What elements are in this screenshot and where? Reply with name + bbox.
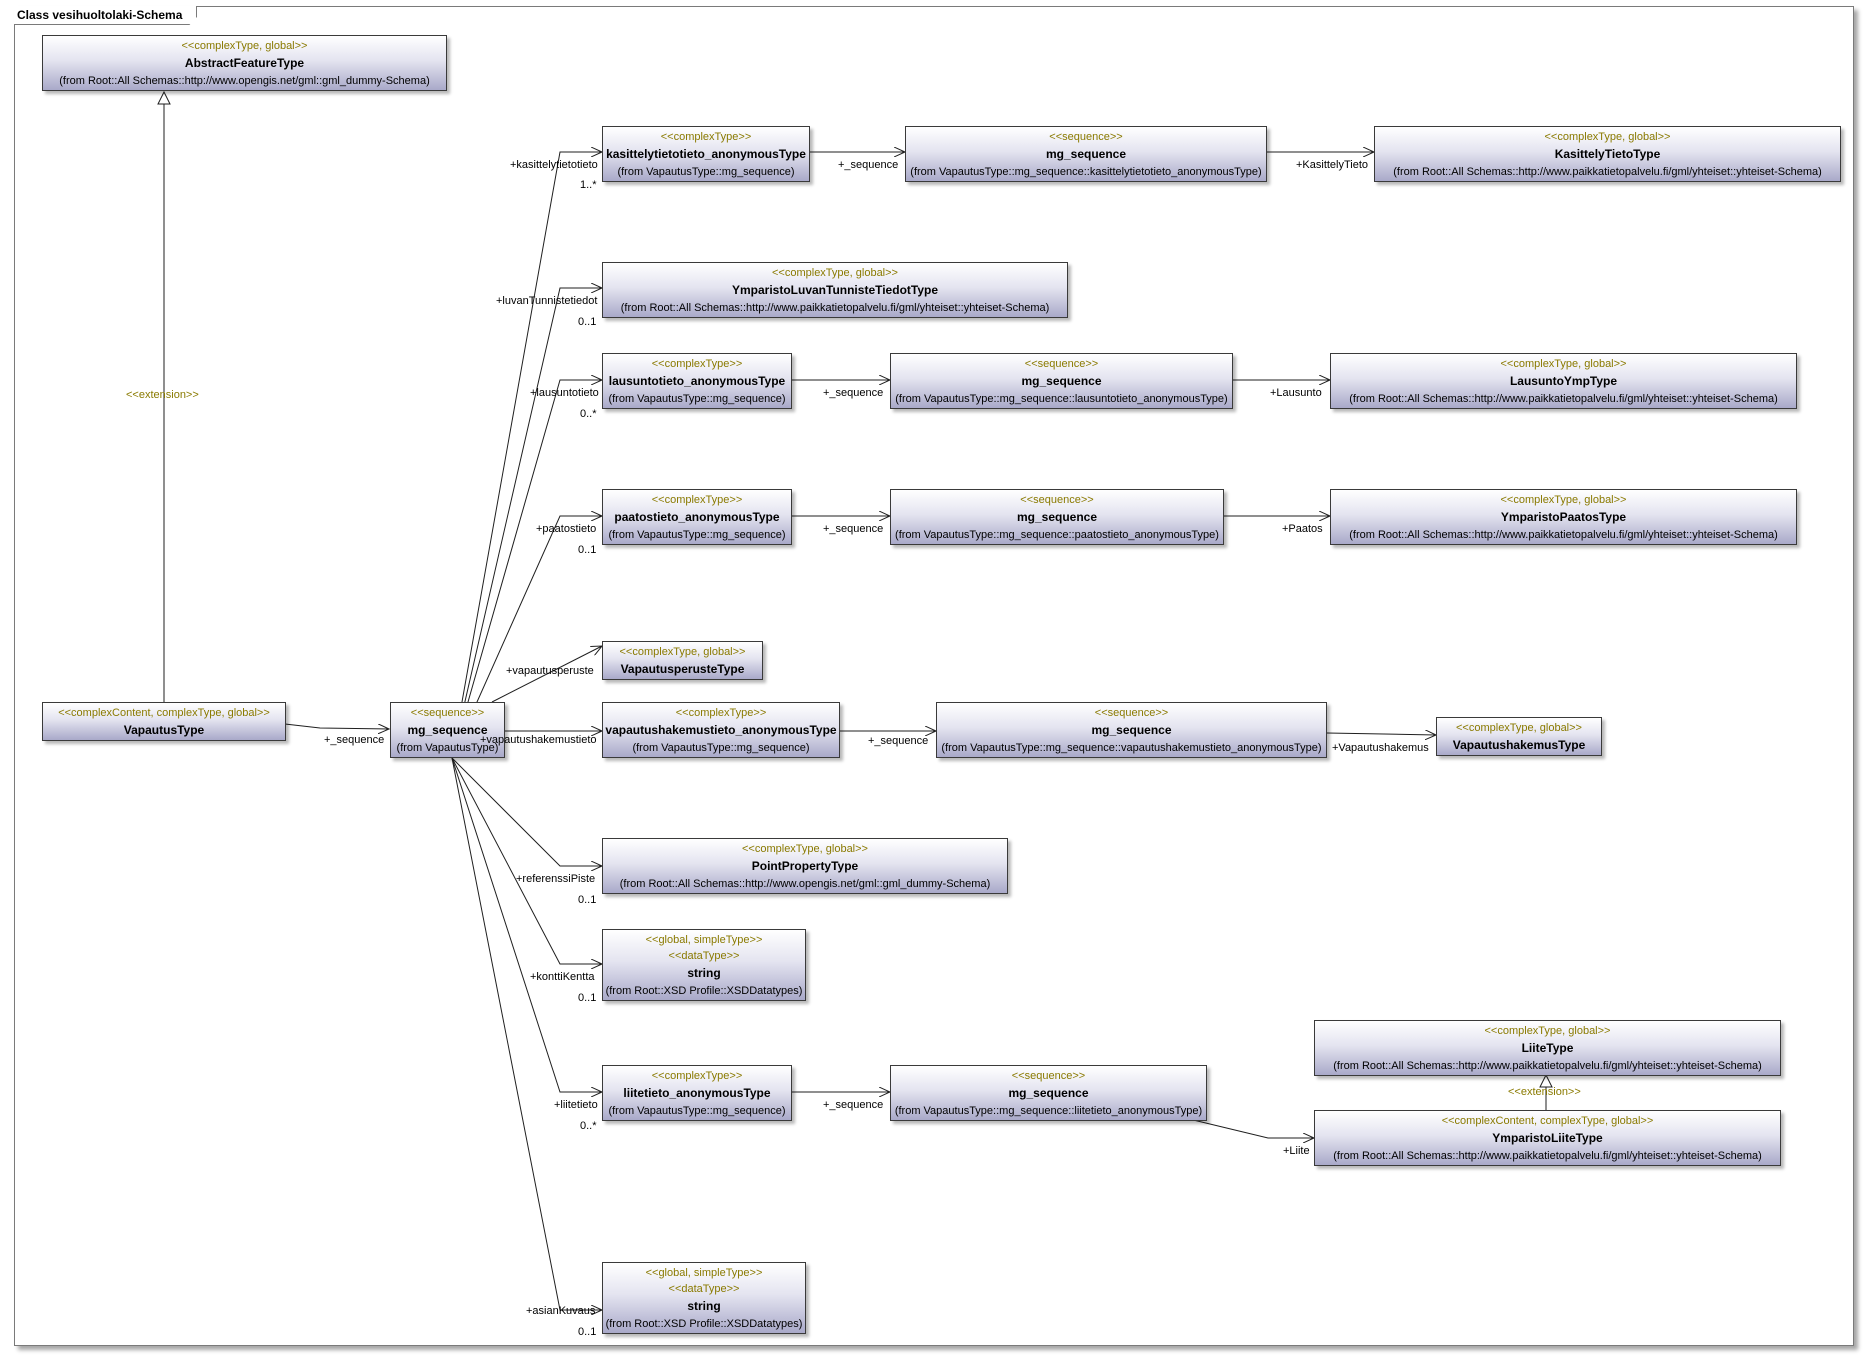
label-mult-kasittely: 1..* (580, 179, 597, 191)
assoc-kontti (451, 757, 602, 964)
label-role-hakemus-type: +Vapautushakemus (1332, 742, 1429, 754)
label-role-kasittely-tieto: +KasittelyTieto (1296, 159, 1369, 171)
class-kasittely-mg-sequence[interactable]: <<sequence>> mg_sequence (from VapautusT… (905, 126, 1267, 182)
label-role-liite-type: +Liite (1283, 1145, 1310, 1157)
class-lausunto-anonymous-type[interactable]: <<complexType>> lausuntotieto_anonymousT… (602, 353, 792, 409)
assoc-kasittely (451, 152, 602, 759)
assoc-paatos (451, 516, 602, 759)
label-mult-kontti: 0..1 (578, 992, 597, 1004)
label-seq-lausunto: +_sequence (823, 387, 884, 399)
label-role-hakemus: +vapautushakemustieto (480, 734, 597, 746)
label-mult-paatos: 0..1 (578, 544, 597, 556)
label-mult-lausunto: 0..* (580, 408, 597, 420)
label-extension-main: <<extension>> (126, 389, 199, 401)
class-ymparisto-paatos-type[interactable]: <<complexType, global>> YmparistoPaatosT… (1330, 489, 1797, 545)
class-vapautus-type[interactable]: <<complexContent, complexType, global>> … (42, 702, 286, 741)
assoc-vapautus-seq (284, 723, 389, 729)
class-liite-anonymous-type[interactable]: <<complexType>> liitetieto_anonymousType… (602, 1065, 792, 1121)
label-role-asian: +asianKuvaus (526, 1305, 596, 1317)
class-string-kontti[interactable]: <<global, simpleType>> <<dataType>> stri… (602, 929, 806, 1001)
class-vapautushakemus-type[interactable]: <<complexType, global>> VapautushakemusT… (1436, 717, 1602, 756)
label-role-paatos-type: +Paatos (1282, 523, 1323, 535)
class-vapautushakemus-anonymous-type[interactable]: <<complexType>> vapautushakemustieto_ano… (602, 702, 840, 758)
class-lausunto-ymp-type[interactable]: <<complexType, global>> LausuntoYmpType … (1330, 353, 1797, 409)
label-mult-asian: 0..1 (578, 1326, 597, 1338)
assoc-referenssi (451, 757, 602, 866)
label-seq-hakemus: +_sequence (868, 735, 929, 747)
assoc-hakemus-type (1326, 733, 1436, 735)
label-mult-liite: 0..* (580, 1120, 597, 1132)
label-role-luvan: +luvanTunnistetiedot (496, 295, 598, 307)
class-paatos-anonymous-type[interactable]: <<complexType>> paatostieto_anonymousTyp… (602, 489, 792, 545)
assoc-asian (451, 757, 602, 1310)
label-extension-liite: <<extension>> (1508, 1086, 1581, 1098)
assoc-luvan (451, 288, 602, 759)
assoc-lausunto (451, 380, 602, 759)
class-vapautusperuste-type[interactable]: <<complexType, global>> VapautusperusteT… (602, 641, 763, 680)
class-kasittely-anonymous-type[interactable]: <<complexType>> kasittelytietotieto_anon… (602, 126, 810, 182)
label-role-lausunto: +lausuntotieto (530, 387, 599, 399)
label-role-liite: +liitetieto (554, 1099, 598, 1111)
label-mult-referenssi: 0..1 (578, 894, 597, 906)
label-role-lausunto-ymp: +Lausunto (1270, 387, 1322, 399)
class-ymparisto-liite-type[interactable]: <<complexContent, complexType, global>> … (1314, 1110, 1781, 1166)
assoc-vapautusperuste (491, 646, 602, 703)
label-seq-paatos: +_sequence (823, 523, 884, 535)
label-role-vapautusperuste: +vapautusperuste (506, 665, 594, 677)
label-seq-vapautus: +_sequence (324, 734, 385, 746)
label-seq-kasittely: +_sequence (838, 159, 899, 171)
class-point-property-type[interactable]: <<complexType, global>> PointPropertyTyp… (602, 838, 1008, 894)
class-paatos-mg-sequence[interactable]: <<sequence>> mg_sequence (from VapautusT… (890, 489, 1224, 545)
class-vapautushakemus-mg-sequence[interactable]: <<sequence>> mg_sequence (from VapautusT… (936, 702, 1327, 758)
assoc-liite (451, 757, 602, 1092)
diagram-title: Class vesihuoltolaki-Schema (14, 6, 197, 25)
class-string-asian[interactable]: <<global, simpleType>> <<dataType>> stri… (602, 1262, 806, 1334)
class-liite-mg-sequence[interactable]: <<sequence>> mg_sequence (from VapautusT… (890, 1065, 1207, 1121)
assoc-liite-type (1184, 1117, 1314, 1138)
class-abstract-feature-type[interactable]: <<complexType, global>> AbstractFeatureT… (42, 35, 447, 91)
label-role-paatos: +paatostieto (536, 523, 597, 535)
label-role-kontti: +konttiKentta (530, 971, 595, 983)
class-kasittely-tieto-type[interactable]: <<complexType, global>> KasittelyTietoTy… (1374, 126, 1841, 182)
class-ymparisto-luvan-tunniste-tiedot-type[interactable]: <<complexType, global>> YmparistoLuvanTu… (602, 262, 1068, 318)
label-mult-luvan: 0..1 (578, 316, 597, 328)
label-seq-liite: +_sequence (823, 1099, 884, 1111)
class-lausunto-mg-sequence[interactable]: <<sequence>> mg_sequence (from VapautusT… (890, 353, 1233, 409)
class-liite-type[interactable]: <<complexType, global>> LiiteType (from … (1314, 1020, 1781, 1076)
label-role-kasittely: +kasittelytietotieto (510, 159, 598, 171)
label-role-referenssi: +referenssiPiste (516, 873, 596, 885)
class-mg-sequence-main[interactable]: <<sequence>> mg_sequence (from VapautusT… (390, 702, 505, 758)
